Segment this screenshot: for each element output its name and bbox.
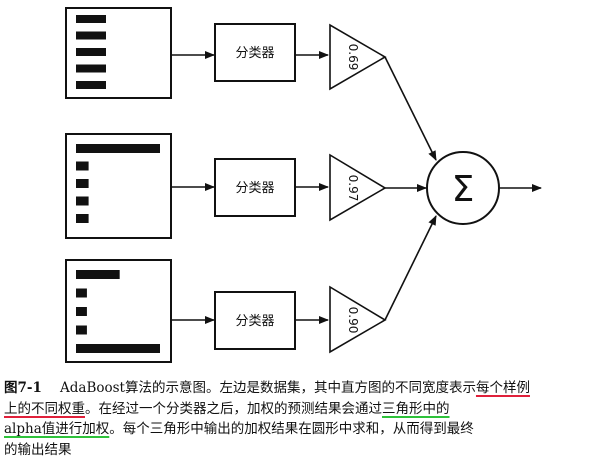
arrow-weight-1: [384, 56, 437, 161]
weight-value-2: 0.97: [346, 175, 360, 202]
histogram-bar: [76, 288, 87, 298]
caption-line2-text: 。在经过一个分类器之后，加权的预测结果会通过: [85, 400, 382, 417]
caption-highlight-red-1: 每个样例: [475, 380, 530, 396]
histogram-bar: [76, 15, 106, 23]
caption-line-1: AdaBoost算法的示意图。左边是数据集，其中直方图的不同宽度表示每个样例: [60, 378, 600, 399]
histogram-bar: [76, 161, 89, 171]
histogram-bar: [76, 344, 160, 353]
caption-highlight-red-2: 上的不同权重: [4, 400, 85, 417]
weight-triangle-2: [329, 153, 387, 222]
dataset-bars: [76, 15, 160, 353]
classifier-box-3: [214, 291, 296, 350]
caption-line3-text: 。每个三角形中输出的加权结果在圆形中求和，从而得到最终: [109, 421, 474, 437]
caption-highlight-green-1: 三角形中的: [382, 400, 450, 417]
weight-triangle-1: [329, 23, 387, 91]
caption-line-2: 上的不同权重。在经过一个分类器之后，加权的预测结果会通过三角形中的: [4, 399, 600, 420]
caption-line4-text: 的输出结果: [4, 441, 72, 458]
weight-triangle-3: [329, 285, 387, 354]
caption-line-4: 的输出结果: [4, 440, 600, 461]
caption-text: AdaBoost算法的示意图。左边是数据集，其中直方图的不同宽度表示每个样例 上…: [4, 378, 600, 460]
weight-value-3: 0.90: [346, 307, 360, 334]
caption-highlight-green-2: alpha值进行加权: [4, 421, 110, 437]
histogram-bar: [76, 325, 87, 335]
histogram-bar: [76, 196, 89, 206]
classifier-label-3: 分类器: [235, 314, 274, 329]
histogram-bar: [76, 48, 106, 56]
histogram-bar: [76, 64, 106, 73]
histogram-bar: [76, 179, 89, 188]
adaboost-diagram: 分类器 分类器 分类器 0.69 0.97 0.90 Σ: [65, 7, 542, 363]
histogram-bar: [76, 214, 89, 223]
histogram-bar: [76, 81, 106, 89]
sum-symbol: Σ: [452, 169, 475, 210]
histogram-bar: [76, 307, 87, 316]
caption-line-3: alpha值进行加权。每个三角形中输出的加权结果在圆形中求和，从而得到最终: [4, 419, 600, 440]
weight-value-1: 0.69: [346, 44, 360, 71]
caption-line1-text: AdaBoost算法的示意图。左边是数据集，其中直方图的不同宽度表示: [60, 380, 476, 396]
histogram-bar: [76, 31, 106, 40]
histogram-bar: [76, 270, 120, 279]
classifier-label-1: 分类器: [235, 46, 274, 61]
classifier-box-1: [214, 23, 296, 82]
arrow-weight-3: [384, 215, 437, 321]
histogram-bar: [76, 144, 160, 153]
classifier-label-2: 分类器: [235, 181, 274, 196]
caption-label: 图7-1: [4, 380, 42, 396]
